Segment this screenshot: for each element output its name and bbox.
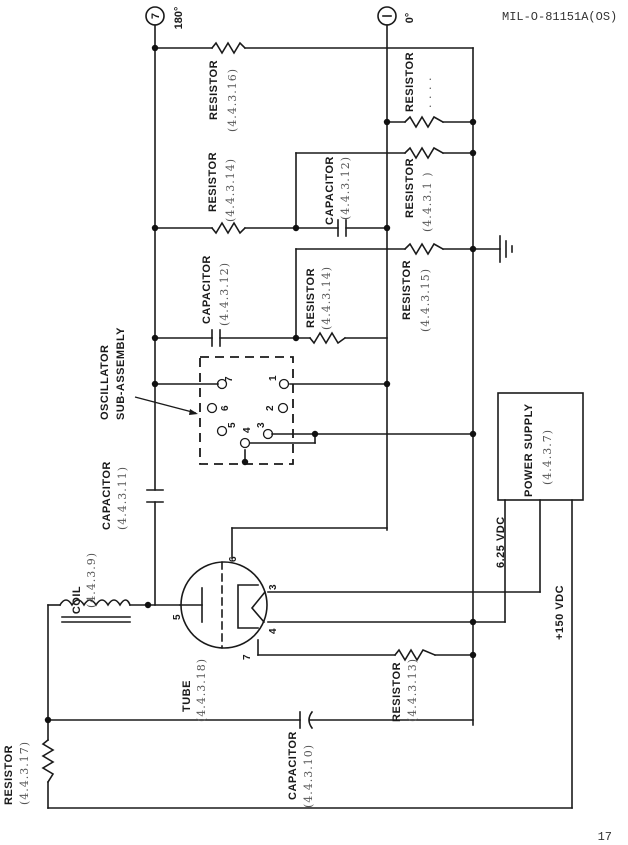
coil-ref: (4.4.3.9) bbox=[85, 552, 98, 608]
coil-winding bbox=[58, 599, 132, 607]
resistor-15-symbol bbox=[403, 242, 445, 256]
coil: COIL (4.4.3.9) bbox=[58, 552, 132, 623]
power-supply-ref: (4.4.3.7) bbox=[541, 429, 554, 485]
document-id: MIL-O-81151A(OS) bbox=[502, 10, 617, 24]
oscillator-pointer-arrow bbox=[134, 396, 197, 414]
osc-pin-7 bbox=[216, 378, 228, 390]
resistor-16-symbol bbox=[210, 41, 247, 55]
capacitor-12-top-ref: (4.4.3.12) bbox=[339, 156, 352, 220]
tube-label: TUBE bbox=[181, 680, 193, 712]
plate-voltage-label: +150 VDC bbox=[554, 585, 566, 640]
resistor-17-symbol bbox=[41, 738, 55, 784]
osc-pin-label-6: 6 bbox=[220, 405, 231, 411]
resistor-13-symbol bbox=[393, 648, 437, 662]
resistor-17: RESISTOR (4.4.3.17) bbox=[3, 741, 31, 805]
resistor-14-top-ref: (4.4.3.14) bbox=[224, 158, 237, 222]
resistor-top-right-symbol bbox=[403, 115, 445, 129]
capacitor-12-top-symbol bbox=[337, 219, 347, 237]
resistor-16-label: RESISTOR bbox=[208, 60, 220, 120]
capacitor-10-ref: (4.4.3.10) bbox=[302, 744, 315, 808]
terminal-1-phase: 0° bbox=[404, 13, 416, 24]
filament-voltage-label: 6.25 VDC bbox=[495, 516, 507, 568]
power-supply-label: POWER SUPPLY bbox=[523, 403, 535, 497]
capacitor-12-ref: (4.4.3.12) bbox=[218, 262, 231, 326]
resistor-15-ref: (4.4.3.15) bbox=[419, 268, 432, 332]
terminal-7: 7 180° bbox=[145, 6, 185, 30]
capacitor-12-top-label: CAPACITOR bbox=[324, 156, 336, 225]
osc-pin-label-2: 2 bbox=[265, 405, 276, 411]
osc-pin-5 bbox=[216, 425, 228, 437]
capacitor-11-label: CAPACITOR bbox=[101, 461, 113, 530]
osc-pin-label-7: 7 bbox=[224, 376, 235, 382]
resistor-top-right-ref: . . . . bbox=[421, 77, 434, 108]
osc-pin-label-4: 4 bbox=[242, 427, 253, 433]
terminal-1: 0° bbox=[377, 6, 416, 26]
tube-pin-7: 7 bbox=[242, 654, 253, 660]
capacitor-11: CAPACITOR (4.4.3.11) bbox=[101, 461, 129, 530]
oscillator-sub-assembly: 7 6 5 4 3 2 1 OSCILLATOR SUB-ASSEMBLY bbox=[99, 327, 294, 465]
osc-pin-label-3: 3 bbox=[256, 422, 267, 428]
oscillator-label-1: OSCILLATOR bbox=[99, 345, 111, 420]
tube-filament bbox=[250, 590, 267, 624]
resistor-mid-right: RESISTOR (4.4.3.1 ) bbox=[404, 158, 434, 232]
resistor-mid-right-label: RESISTOR bbox=[404, 158, 416, 218]
resistor-top-right: RESISTOR . . . . bbox=[404, 52, 434, 112]
osc-pin-3 bbox=[262, 428, 274, 440]
resistor-13: RESISTOR (4.4.3.13) bbox=[391, 658, 419, 722]
osc-pin-label-5: 5 bbox=[227, 422, 238, 428]
capacitor-12: CAPACITOR (4.4.3.12) bbox=[201, 255, 231, 326]
resistor-15-label: RESISTOR bbox=[401, 260, 413, 320]
junction-dots bbox=[44, 44, 477, 724]
tube-pin-3: 3 bbox=[268, 584, 279, 590]
resistor-top-right-label: RESISTOR bbox=[404, 52, 416, 112]
capacitor-12-top: CAPACITOR (4.4.3.12) bbox=[324, 156, 352, 225]
capacitor-12-symbol bbox=[211, 329, 221, 347]
tube-cathode bbox=[237, 584, 259, 629]
tube-ref: (4.4.3.18) bbox=[195, 658, 208, 722]
resistor-14-top: RESISTOR (4.4.3.14) bbox=[207, 152, 237, 222]
arrowhead-icon bbox=[189, 409, 198, 415]
oscillator-label-2: SUB-ASSEMBLY bbox=[115, 327, 127, 420]
capacitor-10-label: CAPACITOR bbox=[287, 731, 299, 800]
tube-pin-4: 4 bbox=[268, 628, 279, 634]
ground-icon bbox=[499, 235, 513, 263]
vacuum-tube: 6 5 3 4 7 TUBE (4.4.3.18) bbox=[172, 556, 279, 722]
resistor-16: RESISTOR (4.4.3.16) bbox=[208, 60, 239, 132]
resistor-14-top-symbol bbox=[210, 221, 247, 235]
resistor-15: RESISTOR (4.4.3.15) bbox=[401, 260, 432, 332]
terminal-7-phase: 180° bbox=[173, 7, 185, 30]
capacitor-10: CAPACITOR (4.4.3.10) bbox=[287, 731, 315, 808]
capacitor-12-label: CAPACITOR bbox=[201, 255, 213, 324]
osc-pin-2 bbox=[277, 402, 289, 414]
osc-pin-label-1: 1 bbox=[268, 375, 279, 381]
resistor-17-ref: (4.4.3.17) bbox=[18, 741, 31, 805]
tube-pin-6: 6 bbox=[228, 556, 239, 562]
osc-pin-6 bbox=[206, 402, 218, 414]
power-supply-box bbox=[497, 392, 584, 501]
resistor-14-symbol bbox=[308, 331, 347, 345]
capacitor-11-ref: (4.4.3.11) bbox=[116, 466, 129, 530]
resistor-14-label: RESISTOR bbox=[305, 268, 317, 328]
resistor-13-ref: (4.4.3.13) bbox=[406, 658, 419, 722]
resistor-mid-right-ref: (4.4.3.1 ) bbox=[421, 171, 434, 232]
resistor-13-label: RESISTOR bbox=[391, 662, 403, 722]
osc-pin-1 bbox=[278, 378, 290, 390]
power-supply: POWER SUPPLY (4.4.3.7) bbox=[497, 392, 584, 501]
capacitor-11-symbol bbox=[146, 489, 164, 503]
osc-pin-4 bbox=[239, 437, 251, 449]
capacitor-10-symbol bbox=[299, 710, 314, 730]
resistor-14-ref: (4.4.3.14) bbox=[320, 266, 333, 330]
resistor-14: RESISTOR (4.4.3.14) bbox=[305, 266, 333, 330]
coil-label: COIL bbox=[71, 586, 83, 614]
resistor-17-label: RESISTOR bbox=[3, 745, 15, 805]
resistor-14-top-label: RESISTOR bbox=[207, 152, 219, 212]
page-number: 17 bbox=[598, 830, 612, 844]
terminal-7-number: 7 bbox=[150, 13, 162, 19]
resistor-16-ref: (4.4.3.16) bbox=[226, 68, 239, 132]
resistor-mid-right-symbol bbox=[403, 146, 445, 160]
tube-pin-5: 5 bbox=[172, 614, 183, 620]
